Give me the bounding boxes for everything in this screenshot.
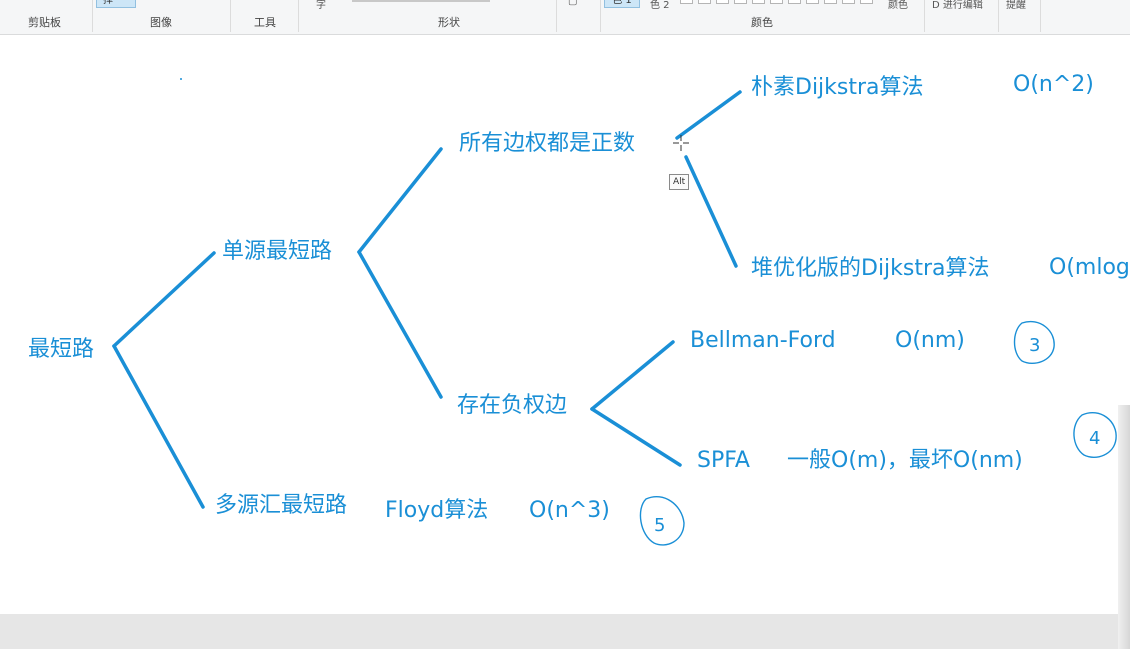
ribbon-separator [298,0,299,32]
heap-dijkstra-complexity: O(mlog [1049,255,1130,280]
node-multi-source: 多源汇最短路 [215,493,348,518]
edge-positive-naive [675,90,742,140]
node-naive-dijkstra: 朴素Dijkstra算法 [751,75,924,100]
spfa-complexity: 一般O(m)，最坏O(nm) [787,448,1023,473]
ribbon-separator [1040,0,1041,32]
color-swatch[interactable] [824,0,837,4]
text-tool-button[interactable]: 字 [316,0,326,11]
node-spfa: SPFA [697,448,750,473]
color-swatch[interactable] [860,0,873,4]
color-swatch[interactable] [698,0,711,4]
color-swatch[interactable] [734,0,747,4]
edit-colors-button[interactable]: 颜色 [888,0,908,11]
color-swatch[interactable] [788,0,801,4]
node-single-source: 单源最短路 [222,239,333,264]
alt-tooltip: Alt [669,174,690,190]
node-negative-edges: 存在负权边 [457,393,568,418]
color2-button[interactable]: 色 2 [650,0,670,11]
tree-lines: 3 4 5 [112,78,1117,546]
edge-negative-spfa [590,407,682,467]
canvas-resize-edge[interactable] [1118,405,1130,649]
circle-annotation-4 [1073,412,1117,458]
group-label-colors: 颜色 [751,16,773,29]
outline-icon[interactable]: ▢ [568,0,578,7]
color-swatch[interactable] [770,0,783,4]
ribbon-separator [924,0,925,32]
shapes-gallery[interactable] [352,0,490,2]
paint-dot [180,78,182,80]
naive-dijkstra-complexity: O(n^2) [1013,72,1094,97]
group-label-shapes: 形状 [438,16,460,29]
group-label-image: 图像 [150,16,172,29]
circle-annotation-3 [1013,320,1055,365]
edge-single-negative [357,250,443,399]
paint-canvas[interactable]: 3 4 5 最短路 单源最短路 所有边权都是正数 朴素Dijkstra算法 O(… [0,35,1130,649]
edge-negative-bellman [590,340,675,411]
edge-single-positive [357,147,443,254]
ribbon-separator [600,0,601,32]
node-bellman-ford: Bellman-Ford [690,328,836,353]
color-swatch[interactable] [752,0,765,4]
edge-root-single [112,251,216,348]
crosshair-cursor-icon [673,135,689,151]
color1-button[interactable]: 色 1 [604,0,640,8]
color-swatch[interactable] [716,0,729,4]
annotation-3-text: 3 [1029,335,1040,356]
circle-annotation-5 [639,496,685,546]
color-swatch[interactable] [680,0,693,4]
select-button[interactable]: 择 [96,0,136,8]
alert-button[interactable]: 提醒 [1006,0,1026,11]
ribbon-separator [230,0,231,32]
node-shortest-path: 最短路 [28,337,95,362]
edge-root-multi [112,344,205,509]
annotation-4-text: 4 [1089,428,1100,449]
floyd-complexity: O(n^3) [529,498,610,523]
ribbon-separator [998,0,999,32]
node-positive-weights: 所有边权都是正数 [459,131,636,156]
group-label-clipboard: 剪贴板 [28,16,61,29]
group-label-tools: 工具 [254,16,276,29]
node-heap-dijkstra: 堆优化版的Dijkstra算法 [751,256,990,281]
edit-3d-button[interactable]: D 进行编辑 [932,0,983,11]
edge-positive-heap [684,155,738,268]
annotation-5-text: 5 [654,515,665,536]
ribbon-separator [556,0,557,32]
node-floyd: Floyd算法 [385,498,489,523]
color-swatch[interactable] [842,0,855,4]
bellman-ford-complexity: O(nm) [895,328,965,353]
ribbon-toolbar: 择 字 ▢ 色 1 色 2 颜色 D 进行编辑 提醒 剪贴板 图像 工具 形状 … [0,0,1130,35]
color-swatch[interactable] [806,0,819,4]
ribbon-separator [92,0,93,32]
